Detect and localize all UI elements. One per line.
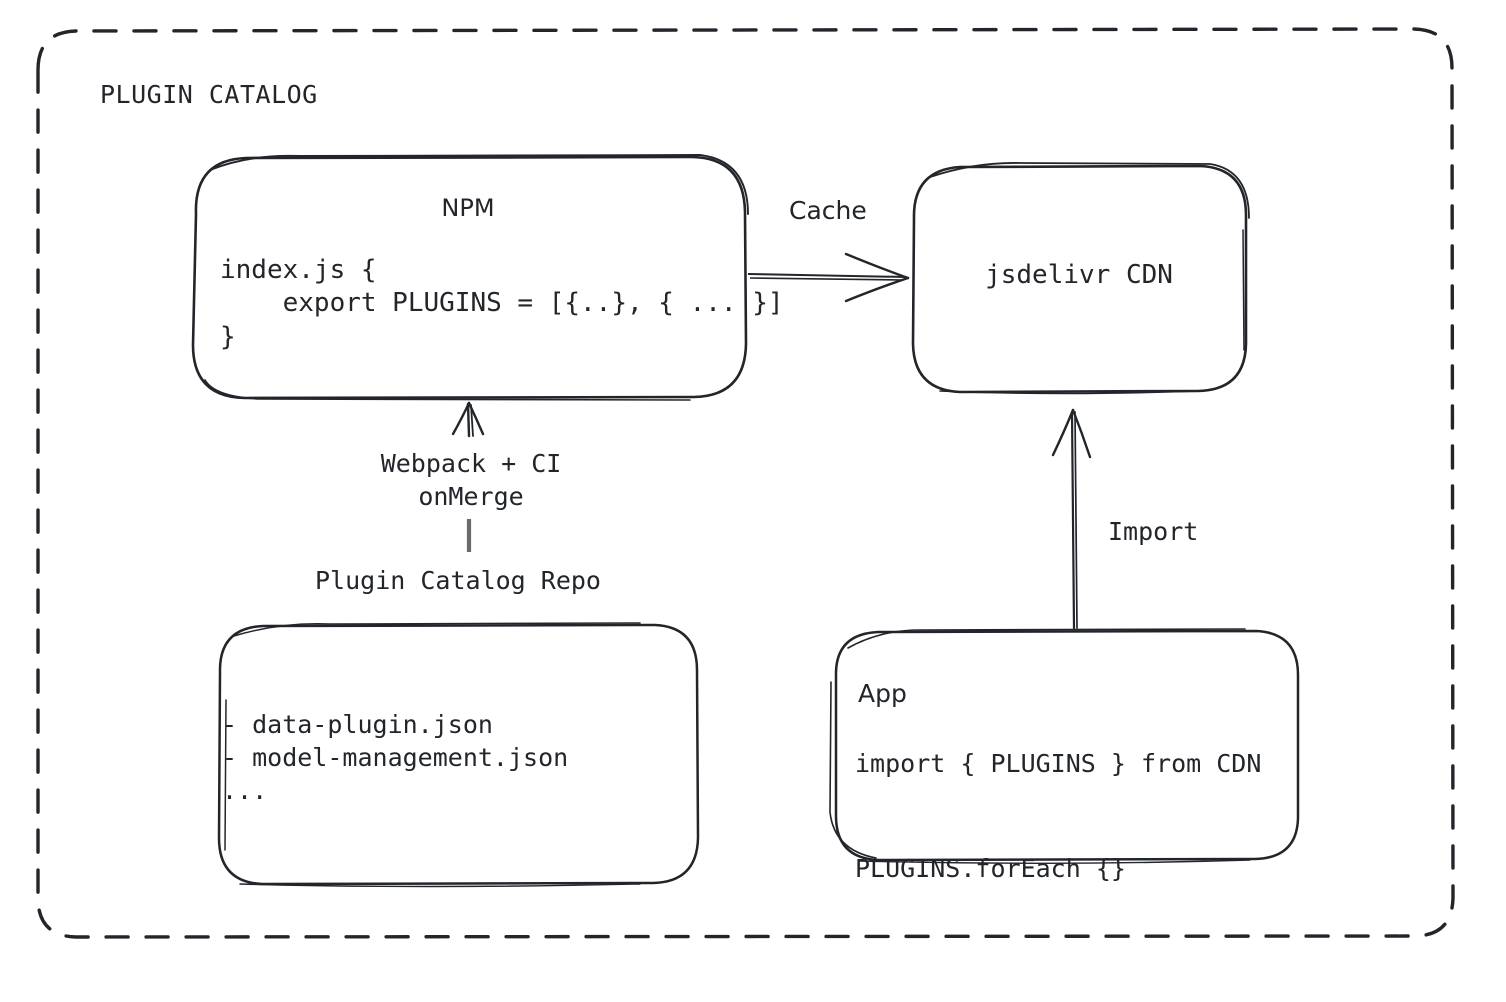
- page-title: PLUGIN CATALOG: [100, 80, 318, 109]
- npm-node-title: NPM: [441, 194, 495, 222]
- app-node-title: App: [858, 679, 907, 708]
- build-edge-label: Webpack + CI onMerge: [380, 449, 562, 511]
- cache-edge-label: Cache: [789, 196, 867, 225]
- import-arrow: [1051, 408, 1092, 630]
- cdn-node-title: jsdelivr CDN: [985, 260, 1173, 290]
- repo-file-list: - data-plugin.json - model-management.js…: [222, 710, 569, 805]
- import-edge-label: Import: [1108, 517, 1199, 546]
- repo-node-label: Plugin Catalog Repo: [315, 566, 601, 595]
- npm-code-block: index.js { export PLUGINS = [{..}, { ...…: [220, 255, 784, 352]
- app-code-block: import { PLUGINS } from CDN PLUGINS.forE…: [855, 749, 1262, 883]
